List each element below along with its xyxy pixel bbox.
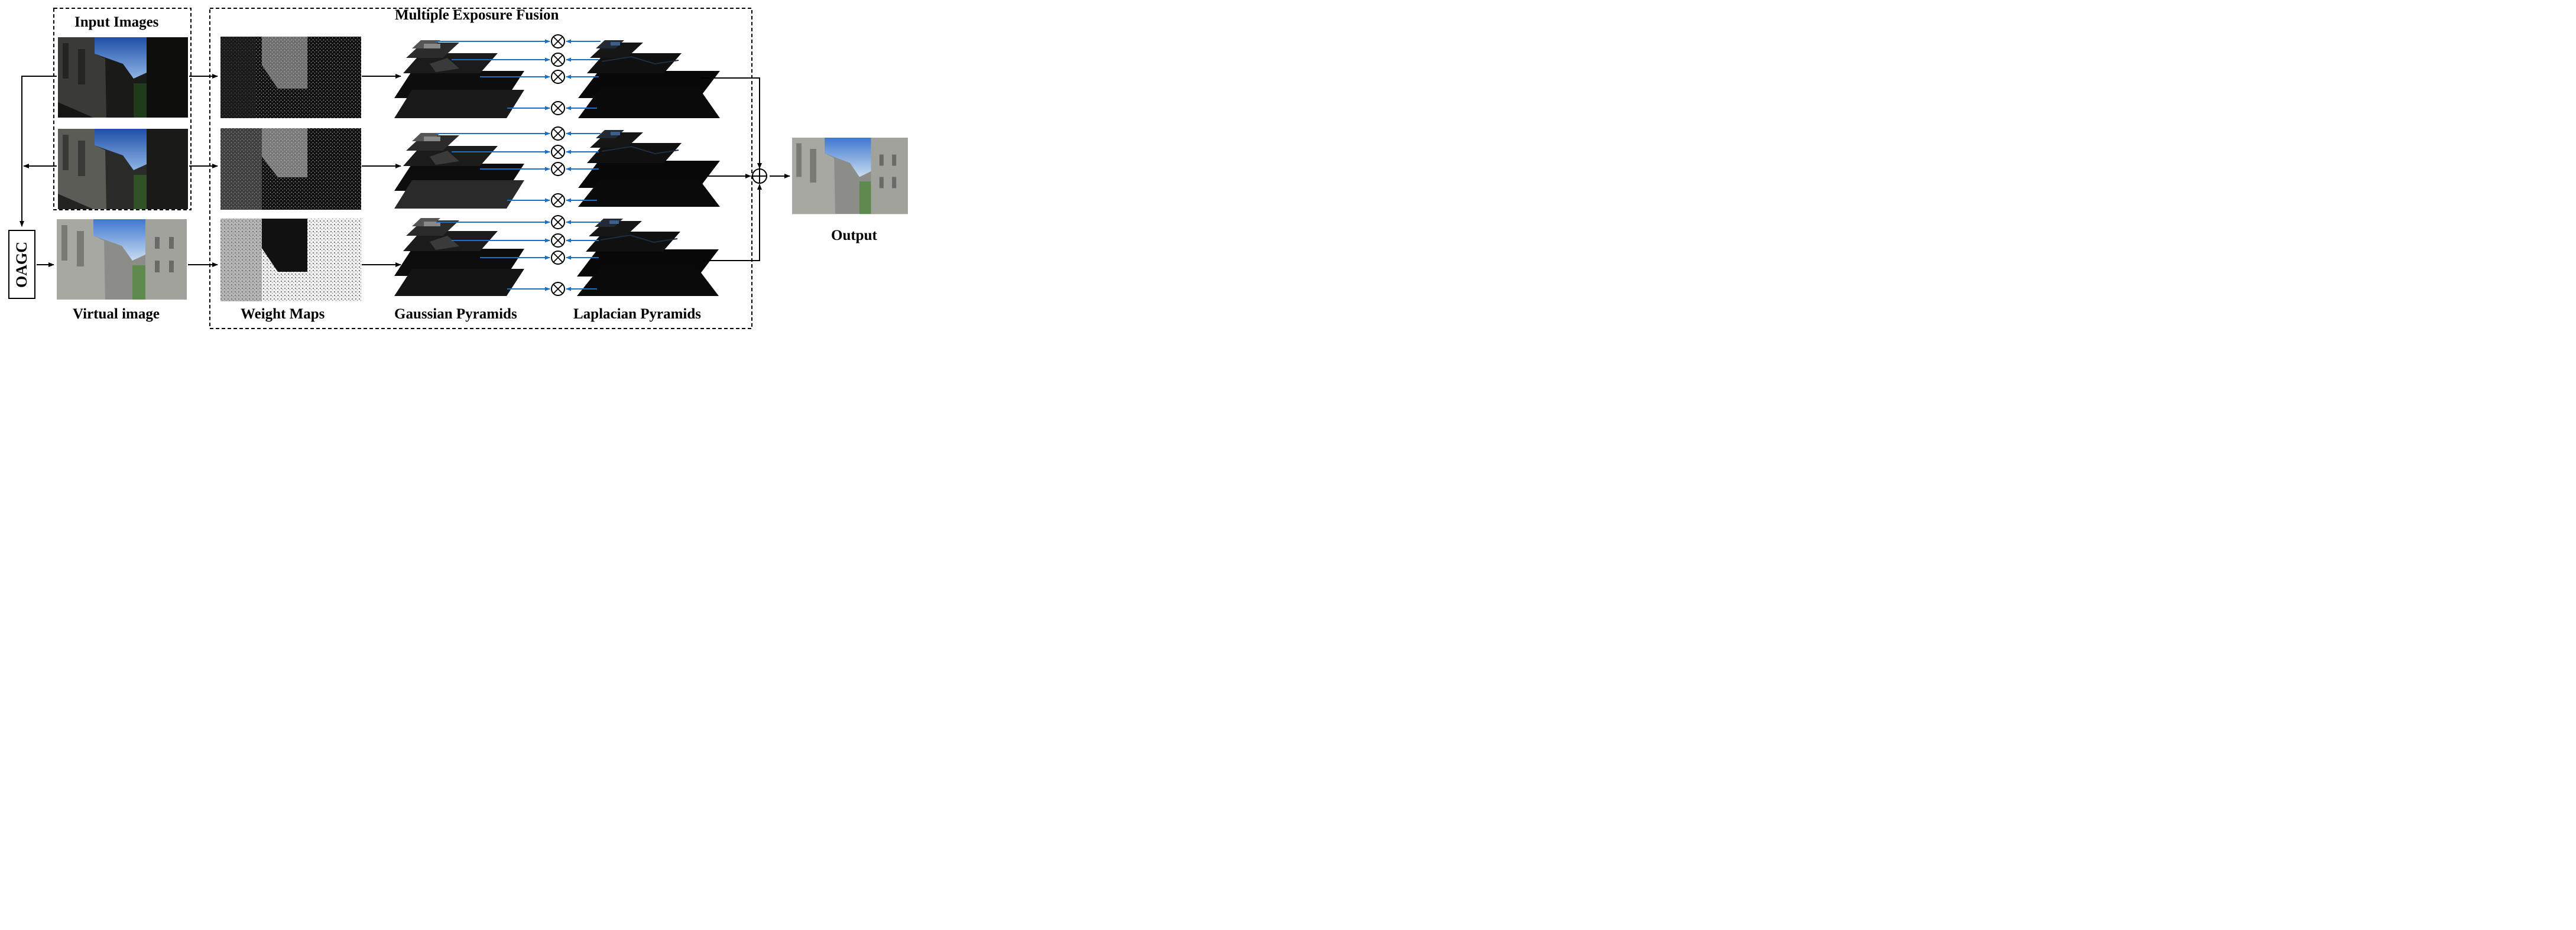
- circled-times-icon: [551, 215, 565, 229]
- laplacian-pyramid-bottom-3: [577, 269, 719, 296]
- output-label: Output: [831, 227, 877, 243]
- laplacian-pyramid-2: [578, 129, 721, 188]
- laplacian-pyramids-label: Laplacian Pyramids: [573, 306, 701, 322]
- gaussian-pyramid-bottom-2: [394, 180, 524, 209]
- output-image: [792, 138, 908, 214]
- gaussian-pyramids-label: Gaussian Pyramids: [394, 306, 517, 322]
- oagc-box: OAGC: [8, 230, 35, 299]
- laplacian-pyramid-bottom-2: [578, 180, 720, 207]
- diagram-canvas: [20, 8, 908, 329]
- laplacian-pyramid-3: [576, 218, 719, 277]
- virtual-image-label: Virtual image: [73, 306, 160, 322]
- multiple-exposure-fusion-label: Multiple Exposure Fusion: [395, 7, 559, 23]
- weight-maps-label: Weight Maps: [241, 306, 325, 322]
- circled-times-icon: [551, 162, 565, 176]
- circled-times-icon: [551, 70, 565, 84]
- circled-times-icon: [551, 126, 565, 141]
- circled-times-icon: [551, 233, 565, 248]
- input-image-medium: [58, 129, 188, 209]
- multiply-column: [436, 34, 601, 296]
- gaussian-pyramid-bottom-1: [394, 90, 524, 118]
- weight-map-2: [220, 128, 361, 210]
- flow-arrows: [20, 74, 790, 267]
- weight-map-3: [220, 219, 361, 301]
- circled-times-icon: [551, 282, 565, 296]
- input-image-dark: [58, 37, 188, 118]
- circled-times-icon: [551, 251, 565, 265]
- gaussian-pyramid-1: [394, 40, 524, 98]
- circled-times-icon: [551, 34, 565, 48]
- arrow-input1-to-oagc: [20, 76, 57, 227]
- weight-map-1: [220, 37, 361, 118]
- arrow-laplacian3-to-sum: [703, 184, 762, 261]
- laplacian-pyramid-bottom-1: [578, 89, 720, 118]
- circled-times-icon: [551, 53, 565, 67]
- circled-times-icon: [551, 101, 565, 115]
- circled-times-icon: [551, 145, 565, 159]
- circled-times-icon: [551, 193, 565, 207]
- gaussian-pyramid-3: [394, 218, 524, 276]
- input-images-label: Input Images: [74, 14, 159, 30]
- oagc-label: OAGC: [13, 241, 30, 288]
- fusion-diagram: Input Images Multiple Exposure Fusion OA…: [0, 0, 927, 334]
- arrow-laplacian1-to-sum: [700, 77, 762, 169]
- circled-plus-icon: [752, 168, 767, 184]
- virtual-image: [57, 219, 187, 300]
- gaussian-pyramid-bottom-3: [394, 269, 524, 296]
- input-images-box: [53, 8, 192, 210]
